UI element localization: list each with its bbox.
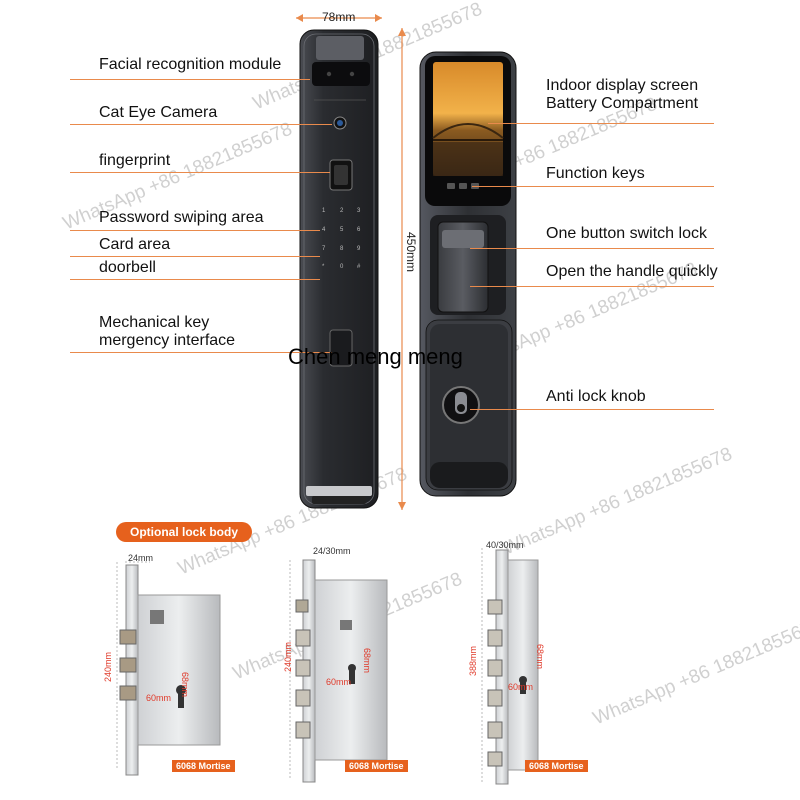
leader-switch [470,248,714,249]
optional-lock-body-badge: Optional lock body [116,522,253,542]
label-mech-2: mergency interface [99,332,236,349]
label-handle: Open the handle quickly [546,263,718,280]
svg-text:0: 0 [340,264,344,270]
leader-password [70,230,320,231]
leader-cat-eye [70,124,332,125]
front-lock: 1 2 3 4 5 6 7 8 9 * 0 # [299,29,379,509]
m2-side-dim: 240mm [283,641,293,672]
m3-h-dim: 60mm [508,682,534,692]
m1-v-dim: 68mm [180,672,190,698]
label-password: Password swiping area [99,209,264,226]
svg-text:5: 5 [340,227,344,233]
m2-v-dim: 68mm [362,648,372,674]
m3-v-dim: 68mm [535,644,545,670]
svg-text:6: 6 [357,227,361,233]
label-function: Function keys [546,165,645,182]
label-mech-1: Mechanical key [99,314,210,331]
svg-text:8: 8 [340,246,344,252]
label-display-2: Battery Compartment [546,95,699,112]
center-caption: Chen meng meng [288,344,463,369]
svg-text:3: 3 [357,208,361,214]
leader-card [70,256,320,257]
m1-side-dim: 240mm [103,651,113,682]
m3-mortise-label: 6068 Mortise [525,760,588,772]
back-lock [419,51,517,497]
height-dimension [398,28,406,510]
leader-handle [470,286,714,287]
mortise-2 [289,559,388,783]
label-card: Card area [99,236,171,253]
label-doorbell: doorbell [99,259,156,276]
width-dim-label: 78mm [322,10,356,24]
svg-text:2: 2 [340,208,344,214]
svg-text:*: * [322,264,325,270]
label-cat-eye: Cat Eye Camera [99,104,218,121]
label-fingerprint: fingerprint [99,152,171,169]
leader-display [488,123,714,124]
m1-top-dim: 24mm [128,553,154,563]
svg-text:1: 1 [322,208,326,214]
m2-top-dim: 24/30mm [313,546,351,556]
width-dimension [296,14,382,22]
mortise-1 [116,561,221,776]
label-switch: One button switch lock [546,225,707,242]
leader-mech [70,352,332,353]
m2-mortise-label: 6068 Mortise [345,760,408,772]
m1-h-dim: 60mm [146,693,172,703]
lock-diagram: 1 2 3 4 5 6 7 8 9 * 0 # [296,14,517,510]
svg-text:#: # [357,264,361,270]
leader-doorbell [70,279,320,280]
leader-knob [470,409,714,410]
svg-text:4: 4 [322,227,326,233]
m2-h-dim: 60mm [326,677,352,687]
height-dim-label: 450mm [404,232,418,273]
m3-side-dim: 388mm [468,645,478,676]
mortise-diagrams [116,548,539,785]
label-facial: Facial recognition module [99,56,282,73]
label-display-1: Indoor display screen [546,77,699,94]
m1-mortise-label: 6068 Mortise [172,760,235,772]
leader-facial [70,79,310,80]
svg-text:9: 9 [357,246,361,252]
leader-function [472,186,714,187]
label-knob: Anti lock knob [546,388,646,405]
mortise-3 [481,548,539,785]
leader-fingerprint [70,172,330,173]
m3-top-dim: 40/30mm [486,540,524,550]
svg-text:7: 7 [322,246,326,252]
